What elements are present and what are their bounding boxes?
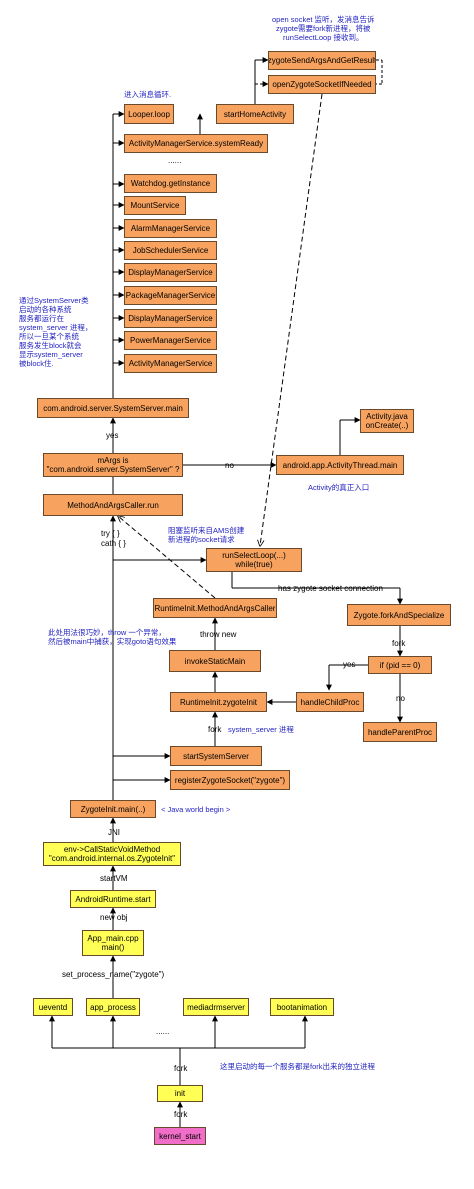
node-open-zygote-socket: openZygoteSocketIfNeeded [268,75,376,94]
label-yes-server: yes [106,431,119,440]
run-select-line-2: while(true) [235,560,273,569]
label-try: try { } [101,529,120,538]
node-env-call-static: env->CallStaticVoidMethod "com.android.i… [43,842,181,866]
node-start-home-activity: startHomeActivity [216,104,294,124]
node-zygote-fork-specialize: Zygote.forkAndSpecialize [347,604,451,626]
node-register-zygote-socket: registerZygoteSocket("zygote") [170,770,290,790]
label-jni: JNI [108,828,120,837]
note-throw-goto: 此处用法很巧妙，throw 一个异常， 然后被main中捕获，实现goto语句效… [48,628,177,646]
node-runtime-method-caller: RuntimeInit.MethodAndArgsCaller [153,598,277,618]
node-looper-loop: Looper.loop [124,104,174,124]
node-activity-manager: ActivityManagerService [124,354,217,373]
node-init: init [157,1085,203,1102]
node-invoke-static-main: invokeStaticMain [169,650,261,672]
node-app-main-cpp: App_main.cpp main() [82,930,144,956]
edge-socket-to-select [260,93,323,546]
note-services-forked: 这里启动的每一个服务都是fork出来的独立进程 [220,1062,376,1071]
label-fork-zygote-init: fork [208,725,222,734]
edge-caller-method-run [118,516,216,599]
node-power-manager: PowerManagerService [124,331,217,350]
node-system-server-main: com.android.server.SystemServer.main [37,398,189,418]
node-activity-java: Activity.java onCreate(..) [360,409,414,433]
node-if-pid: if (pid == 0) [368,656,432,674]
node-method-args-caller-run: MethodAndArgsCaller.run [43,494,183,516]
app-main-line-1: App_main.cpp [87,934,139,943]
label-no-margs: no [225,461,234,470]
node-handle-parent-proc: handleParentProc [363,722,437,742]
note-activity-entry: Activity的真正入口 [308,483,370,492]
label-catch: cath { } [101,539,126,548]
app-main-line-2: main() [101,943,125,952]
note-java-world-begin: < Java world begin > [161,805,231,814]
node-package-manager: PackageManagerService [124,286,217,305]
note-enter-loop: 进入消息循环. [124,90,172,99]
dots-services: ...... [168,156,182,165]
node-alarm-manager: AlarmManagerService [124,219,217,238]
node-bootanimation: bootanimation [270,998,334,1016]
margs-line-2: "com.android.server.SystemServer" ? [46,465,180,474]
activity-java-line-2: onCreate(..) [365,421,409,430]
node-kernel-start: kernel_start [154,1127,206,1145]
label-fork-specialize: fork [392,639,406,648]
node-zygote-send-args: zygoteSendArgsAndGetResult [268,51,376,70]
node-ueventd: ueventd [33,998,73,1016]
node-android-runtime-start: AndroidRuntime.start [70,890,156,908]
env-call-line-2: "com.android.internal.os.ZygoteInit" [48,854,176,863]
label-new-obj: new obj [100,913,128,922]
label-has-zygote-connection: has zygote socket connection [278,584,383,593]
run-select-line-1: runSelectLoop(...) [222,551,286,560]
env-call-line-1: env->CallStaticVoidMethod [63,845,161,854]
node-start-system-server: startSystemServer [170,746,262,766]
node-display-manager-1: DisplayManagerService [124,263,217,282]
node-run-select-loop: runSelectLoop(...) while(true) [206,548,302,572]
node-runtime-zygote-init: RuntimeInit.zygoteInit [170,692,267,712]
node-ams-system-ready: ActivityManagerService.systemReady [124,134,268,153]
margs-line-1: mArgs is [97,456,129,465]
note-system-server-process: system_server 进程 [228,725,294,734]
node-watchdog: Watchdog.getInstance [124,174,217,193]
dots-more-services: ...... [156,1027,170,1036]
node-job-scheduler: JobSchedulerService [124,241,217,260]
label-start-vm: startVM [100,874,128,883]
activity-java-line-1: Activity.java [366,412,408,421]
node-app-process: app_process [86,998,140,1016]
label-fork-kernel: fork [174,1110,188,1119]
node-activity-thread-main: android.app.ActivityThread.main [276,455,404,475]
note-blocking-listen: 阻塞监听来自AMS创建 新进程的socket请求 [168,526,245,544]
node-margs-check: mArgs is "com.android.server.SystemServe… [43,453,183,477]
node-zygote-init-main: ZygoteInit.main(..) [70,800,156,818]
note-system-server-services: 通过SystemServer类 启动的各种系统 服务都运行在 system_se… [19,296,93,368]
note-open-socket: open socket 监听，发消息告诉 zygote需要fork新进程，将被 … [272,15,375,42]
node-mediadrmserver: mediadrmserver [183,998,249,1016]
label-yes-pid: yes [343,660,356,669]
node-handle-child-proc: handleChildProc [296,692,364,712]
label-no-pid: no [396,694,405,703]
node-mount-service: MountService [124,196,186,215]
label-set-process-name: set_process_name("zygote") [62,970,165,979]
label-throw-new: throw new [200,630,237,639]
node-display-manager-2: DisplayManagerService [124,309,217,328]
label-fork-init: fork [174,1064,188,1073]
